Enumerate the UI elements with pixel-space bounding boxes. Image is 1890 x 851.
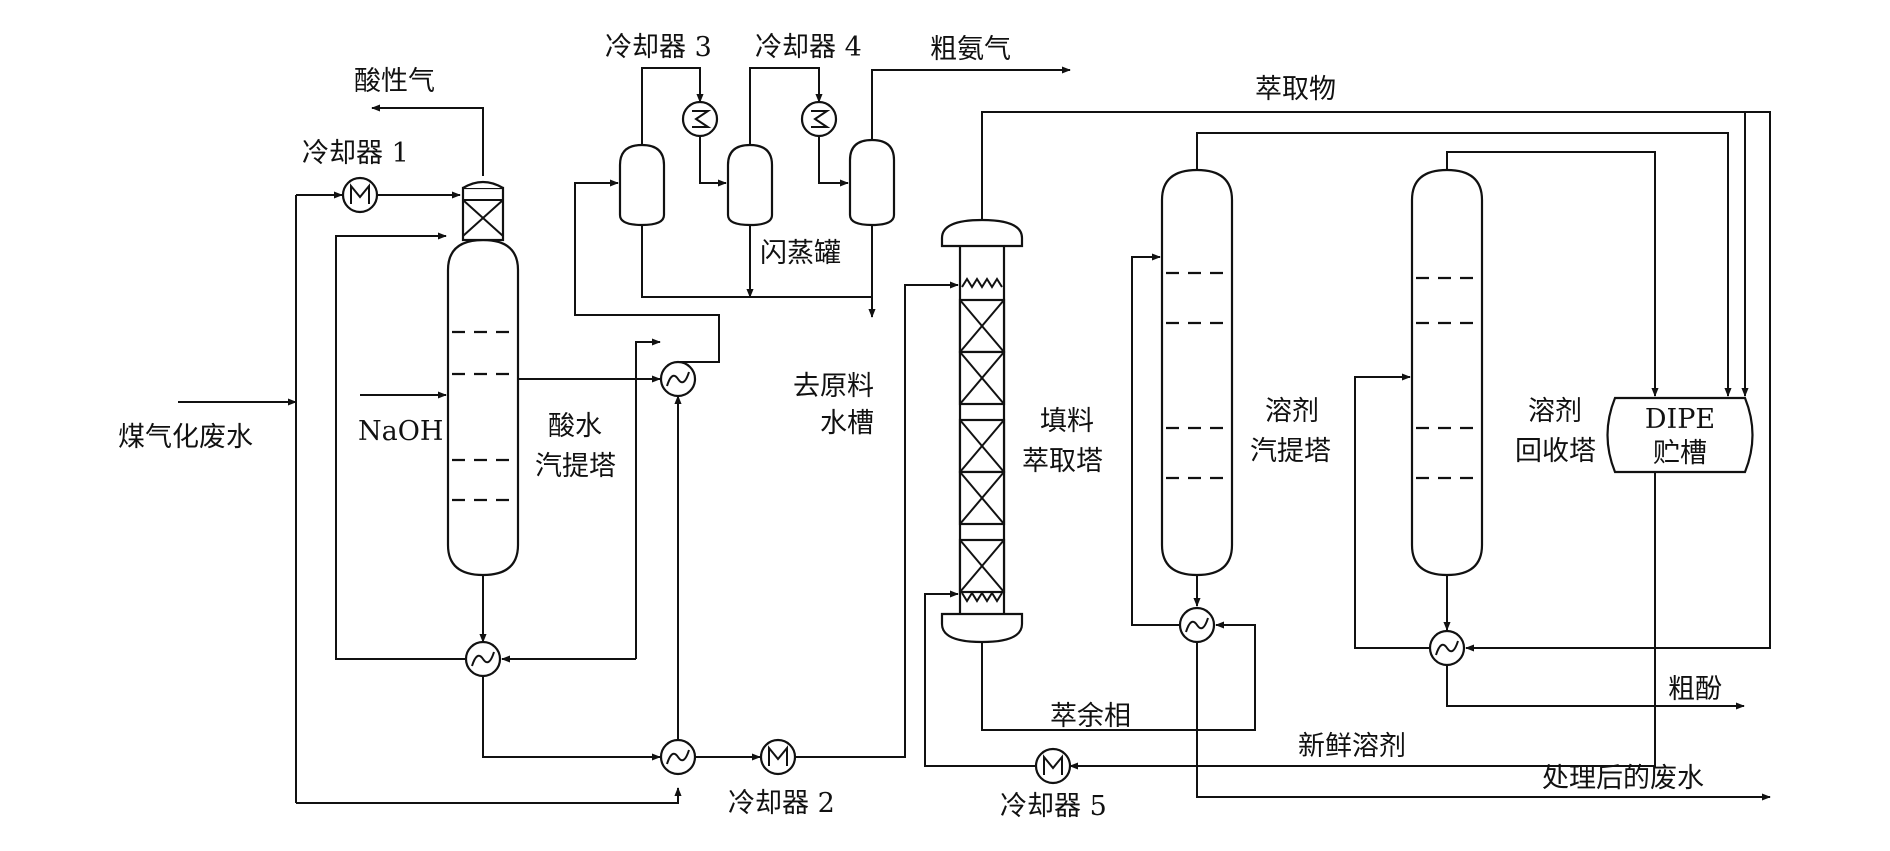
label-coal-gasification-wastewater: 煤气化废水 <box>118 422 253 453</box>
label-extract: 萃取物 <box>1255 74 1336 105</box>
piping <box>178 66 1771 804</box>
label-cooler-2: 冷却器 2 <box>728 788 835 819</box>
label-acid-gas: 酸性气 <box>354 66 435 97</box>
cooler-3-symbol <box>681 100 719 138</box>
label-cooler-1: 冷却器 1 <box>302 138 409 169</box>
label-raffinate: 萃余相 <box>1050 701 1131 732</box>
heat-exchanger-solvent-stripper <box>1178 606 1216 644</box>
label-treated-wastewater: 处理后的废水 <box>1542 763 1704 794</box>
dipe-storage-tank <box>1606 396 1754 474</box>
label-acid-water-stripper-line1: 酸水 <box>548 411 602 442</box>
label-solvent-stripper-line2: 汽提塔 <box>1250 436 1331 467</box>
flash-tank-3 <box>848 138 896 227</box>
label-crude-phenol: 粗酚 <box>1668 674 1722 705</box>
label-acid-water-stripper-line2: 汽提塔 <box>535 451 616 482</box>
label-to-feed-tank-line2: 水槽 <box>820 408 874 439</box>
heat-exchanger-solvent-recovery <box>1428 629 1466 667</box>
label-cooler-3: 冷却器 3 <box>605 32 712 63</box>
cooler-4-symbol <box>800 100 838 138</box>
flash-tank-2 <box>726 143 774 227</box>
label-dipe-tank-line1: DIPE <box>1645 404 1715 435</box>
label-naoh: NaOH <box>358 416 443 447</box>
label-to-feed-tank-line1: 去原料 <box>793 371 874 402</box>
label-fresh-solvent: 新鲜溶剂 <box>1298 731 1406 762</box>
label-packed-extractor-line1: 填料 <box>1040 406 1094 437</box>
solvent-recovery-tower <box>1410 168 1484 577</box>
heat-exchanger-feed-bottom <box>659 738 697 776</box>
label-cooler-5: 冷却器 5 <box>1000 791 1107 822</box>
label-solvent-stripper-line1: 溶剂 <box>1265 396 1319 427</box>
acid-water-stripper <box>446 180 520 577</box>
solvent-stripper <box>1160 168 1234 577</box>
cooler-5-symbol <box>1034 747 1072 785</box>
label-dipe-tank-line2: 贮槽 <box>1653 438 1707 469</box>
flash-tank-1 <box>618 143 666 227</box>
cooler-1-symbol <box>341 176 379 214</box>
label-cooler-4: 冷却器 4 <box>755 32 862 63</box>
label-solvent-recovery-line2: 回收塔 <box>1515 436 1596 467</box>
heat-exchanger-acid-stripper <box>464 640 502 678</box>
label-packed-extractor-line2: 萃取塔 <box>1022 446 1103 477</box>
label-flash-tank: 闪蒸罐 <box>760 238 841 269</box>
cooler-2-symbol <box>759 738 797 776</box>
label-crude-ammonia: 粗氨气 <box>930 34 1011 65</box>
heat-exchanger-feed-top <box>659 360 697 398</box>
label-solvent-recovery-line1: 溶剂 <box>1528 396 1582 427</box>
packed-extraction-tower <box>940 218 1024 644</box>
